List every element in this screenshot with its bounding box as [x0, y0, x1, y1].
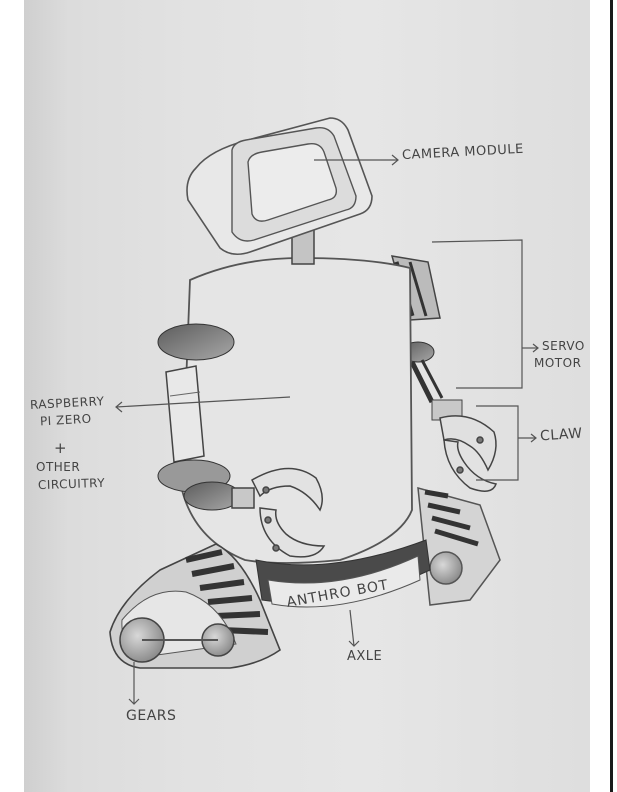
- label-servo-motor-line1: SERVO: [542, 340, 585, 354]
- right-tread: [418, 488, 500, 605]
- label-plus: +: [54, 440, 67, 457]
- left-tread: [110, 544, 280, 668]
- label-servo-motor-line2: MOTOR: [534, 357, 581, 371]
- rear-gear: [430, 552, 462, 584]
- label-claw: CLAW: [539, 426, 583, 445]
- servo-motor-left: [158, 324, 234, 360]
- label-other-line1: OTHER: [36, 461, 80, 475]
- robot-body: [182, 258, 412, 563]
- label-other-line2: CIRCUITRY: [38, 477, 106, 493]
- label-gears: GEARS: [126, 708, 176, 724]
- camera-head: [187, 118, 372, 264]
- label-raspberry-line2: PI ZERO: [40, 413, 92, 429]
- label-axle: AXLE: [347, 650, 382, 665]
